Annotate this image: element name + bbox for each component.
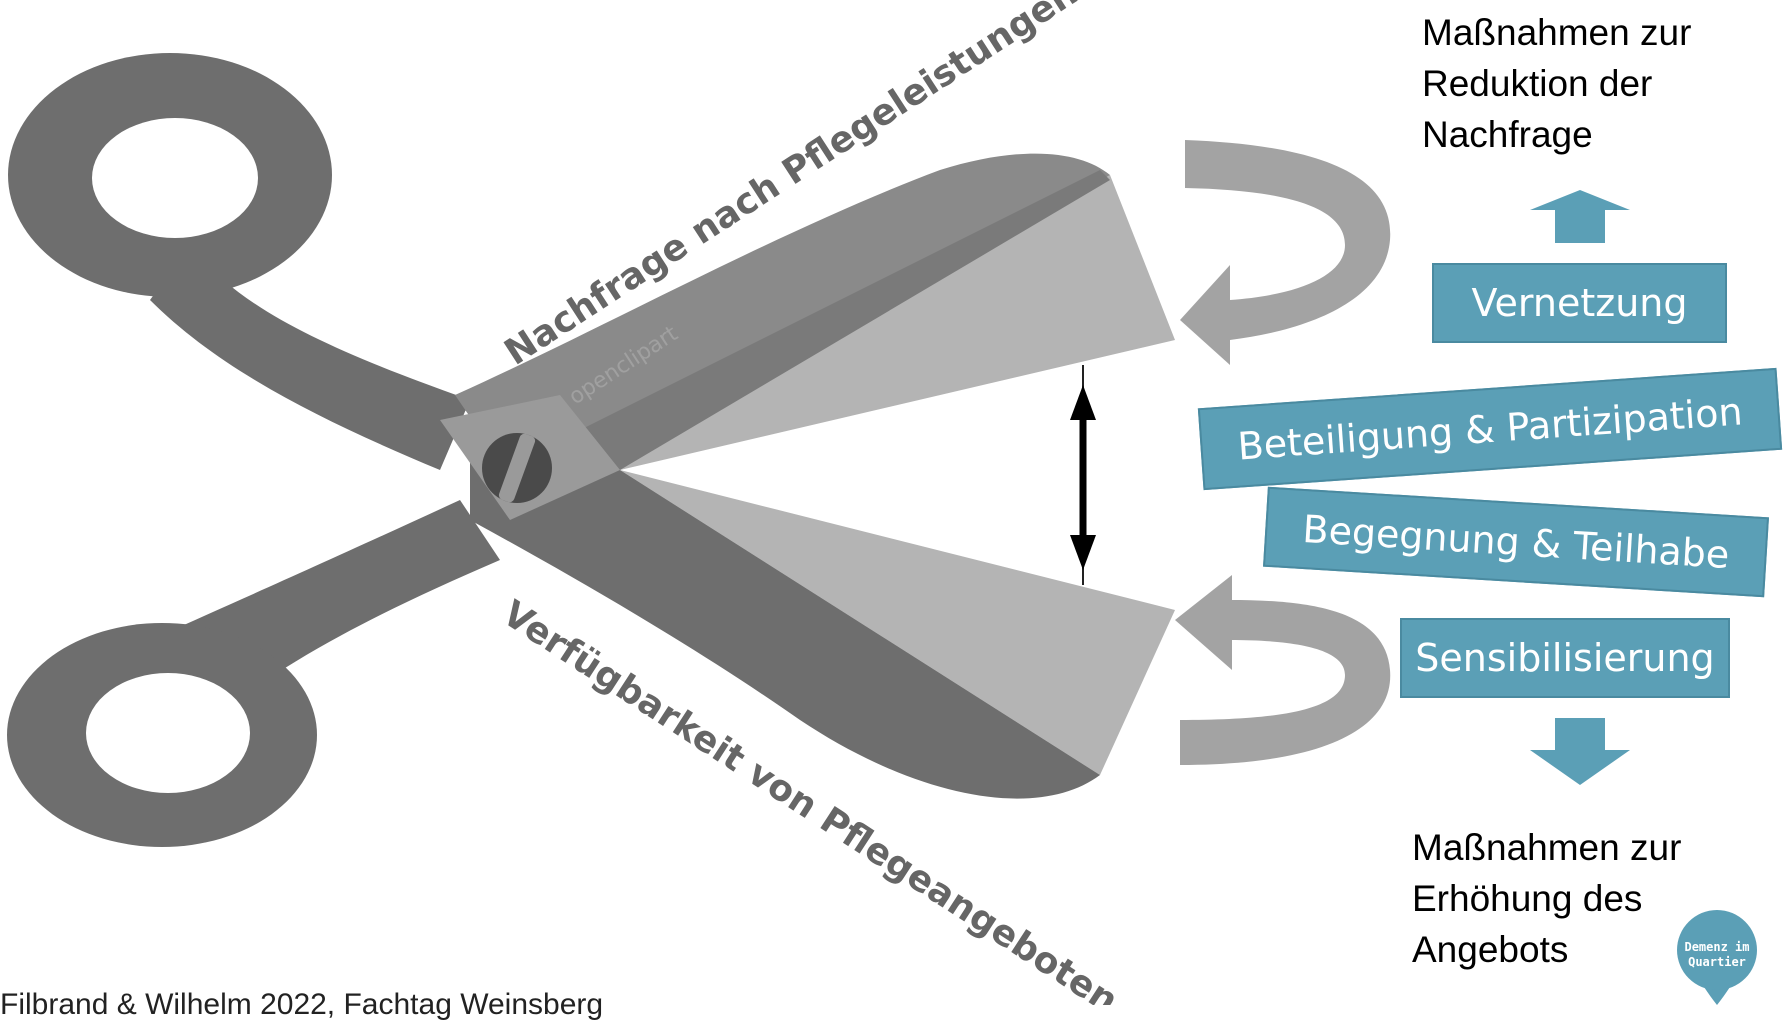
gap-arrow-icon	[1070, 365, 1096, 585]
upper-blade-inner	[620, 175, 1175, 470]
top-measures-line-3: Nachfrage	[1422, 114, 1593, 155]
curved-arrow-upper-icon	[1180, 140, 1391, 365]
top-measures-line-2: Reduktion der	[1422, 63, 1653, 104]
logo-line-2: Quartier	[1688, 955, 1746, 969]
box-sensibilisierung: Sensibilisierung	[1400, 618, 1730, 698]
bottom-measures-line-3: Angebots	[1412, 929, 1569, 970]
lower-blade	[470, 440, 1100, 799]
arrow-down-icon	[1530, 718, 1630, 785]
bottom-measures-line-1: Maßnahmen zur	[1412, 827, 1682, 868]
arrow-up-icon	[1530, 190, 1630, 243]
top-measures-line-1: Maßnahmen zur	[1422, 12, 1692, 53]
curved-arrow-lower-icon	[1175, 575, 1391, 765]
top-measures-label: Maßnahmen zur Reduktion der Nachfrage	[1422, 7, 1691, 160]
upper-blade	[455, 153, 1110, 491]
demenz-im-quartier-logo: Demenz im Quartier	[1677, 910, 1757, 1005]
lower-blade-inner	[620, 470, 1175, 775]
logo-line-1: Demenz im	[1684, 940, 1749, 954]
box-vernetzung: Vernetzung	[1432, 263, 1727, 343]
bottom-measures-label: Maßnahmen zur Erhöhung des Angebots	[1412, 822, 1681, 975]
scissors-icon	[7, 53, 1175, 847]
bottom-measures-line-2: Erhöhung des	[1412, 878, 1643, 919]
footer-citation: Filbrand & Wilhelm 2022, Fachtag Weinsbe…	[0, 988, 604, 1021]
